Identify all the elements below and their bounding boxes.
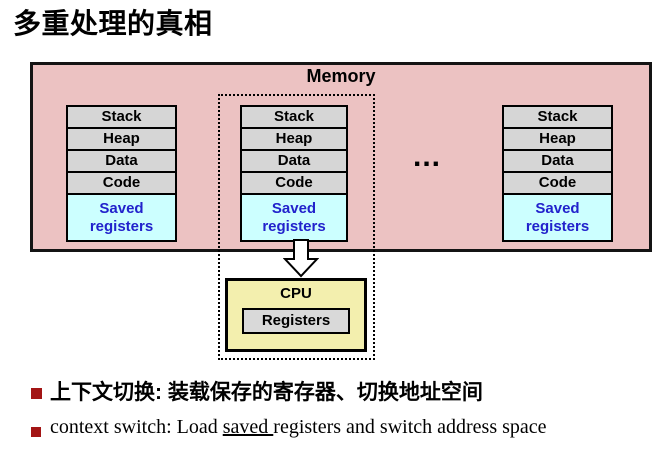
memory-label: Memory	[306, 66, 376, 86]
segment-heap: Heap	[240, 127, 348, 151]
bullet-en-prefix: context switch: Load	[50, 416, 223, 438]
bullet-en-suffix: registers and switch address space	[273, 416, 547, 438]
process-column-2: Stack Heap Data Code Saved registers	[240, 105, 348, 242]
saved-registers-box: Saved registers	[66, 193, 177, 242]
process-column-3: Stack Heap Data Code Saved registers	[502, 105, 613, 242]
segment-heap: Heap	[66, 127, 177, 151]
segment-stack: Stack	[502, 105, 613, 129]
more-processes-ellipsis: ...	[412, 140, 441, 173]
saved-registers-label: Saved registers	[525, 199, 590, 235]
saved-registers-label: Saved registers	[262, 199, 326, 235]
saved-registers-box: Saved registers	[502, 193, 613, 242]
bullet-en: context switch: Load saved registers and…	[50, 416, 547, 439]
process-column-1: Stack Heap Data Code Saved registers	[66, 105, 177, 242]
segment-stack: Stack	[240, 105, 348, 129]
segment-code: Code	[502, 171, 613, 195]
bullet-en-underlined: saved	[222, 416, 274, 438]
cpu-box: CPU Registers	[225, 278, 367, 352]
segment-data: Data	[66, 149, 177, 173]
segment-heap: Heap	[502, 127, 613, 151]
slide-title: 多重处理的真相	[13, 8, 213, 39]
down-arrow-icon	[283, 239, 319, 278]
segment-data: Data	[240, 149, 348, 173]
segment-code: Code	[240, 171, 348, 195]
cpu-label: CPU	[280, 285, 312, 302]
saved-registers-box: Saved registers	[240, 193, 348, 242]
saved-registers-label: Saved registers	[89, 199, 154, 235]
segment-data: Data	[502, 149, 613, 173]
segment-code: Code	[66, 171, 177, 195]
bullet-square-2	[31, 427, 41, 437]
bullet-square-1	[31, 388, 42, 399]
registers-box: Registers	[242, 308, 350, 334]
bullet-cn: 上下文切换: 装载保存的寄存器、切换地址空间	[50, 381, 483, 404]
segment-stack: Stack	[66, 105, 177, 129]
